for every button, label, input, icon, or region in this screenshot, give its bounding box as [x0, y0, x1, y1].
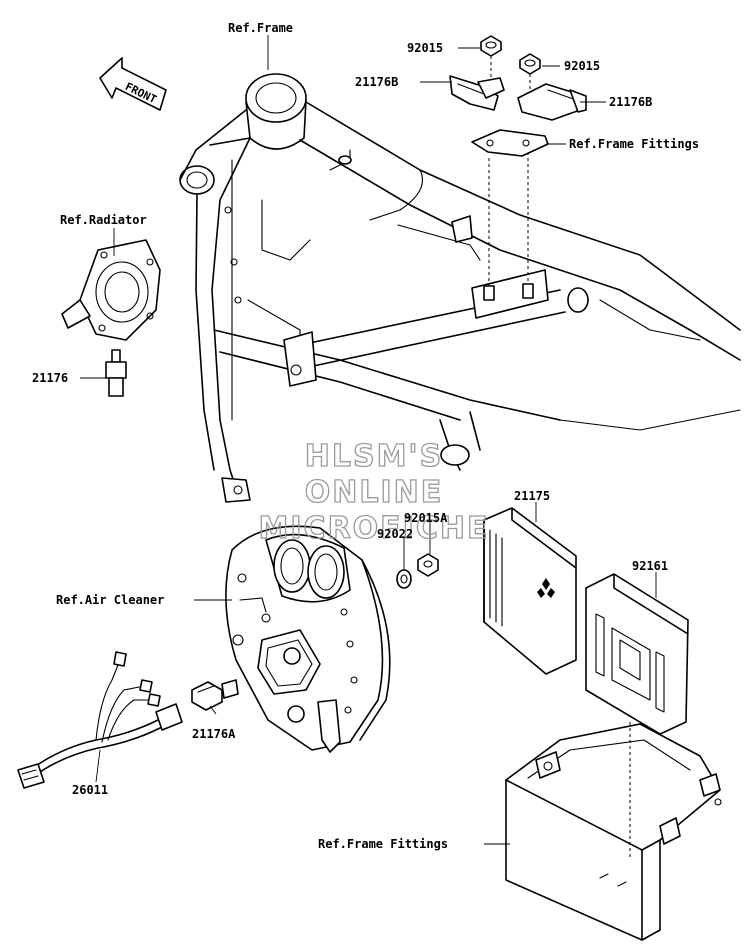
radiator-housing: [61, 239, 161, 341]
frame-drawing: [179, 73, 741, 503]
temp-sensor-21176: [105, 349, 127, 397]
callout-92015-left: 92015: [407, 41, 443, 55]
leader-lines: [80, 35, 657, 845]
callout-21176a: 21176A: [192, 727, 236, 741]
air-cleaner-plate: [225, 525, 391, 753]
callout-92015-right: 92015: [564, 59, 600, 73]
wire-harness: [17, 651, 183, 789]
watermark: HLSM'S ONLINE MICROFICHE: [258, 438, 490, 546]
callout-21176b-right: 21176B: [609, 95, 652, 109]
callout-21176: 21176: [32, 371, 68, 385]
ecu-21175: [483, 507, 577, 675]
callout-92015a: 92015A: [404, 511, 448, 525]
callout-26011: 26011: [72, 783, 108, 797]
frame-studs: [483, 152, 534, 301]
mitsubishi-logo-icon: [537, 578, 555, 598]
callout-ref-frame: Ref.Frame: [228, 21, 293, 35]
callout-ref-radiator: Ref.Radiator: [60, 213, 147, 227]
callout-92022: 92022: [377, 527, 413, 541]
front-arrow-icon: FRONT: [99, 57, 167, 111]
callout-ref-frame-fittings-top: Ref.Frame Fittings: [569, 137, 699, 151]
callout-ref-air-cleaner: Ref.Air Cleaner: [56, 593, 164, 607]
sensor-21176a: [191, 679, 239, 711]
watermark-line-2: ONLINE: [305, 475, 444, 510]
watermark-line-1: HLSM'S: [305, 439, 443, 474]
cover-92161: [585, 573, 689, 735]
callout-21176b-left: 21176B: [355, 75, 398, 89]
callout-labels: Ref.Frame 92015 92015 21176B 21176B Ref.…: [32, 21, 699, 851]
watermark-line-3: MICROFICHE: [259, 511, 490, 546]
battery-tray: [505, 722, 722, 941]
callout-ref-frame-fittings-bottom: Ref.Frame Fittings: [318, 837, 448, 851]
top-fittings: [449, 35, 587, 157]
callout-21175: 21175: [514, 489, 550, 503]
callout-92161: 92161: [632, 559, 668, 573]
nut-washer: [396, 553, 439, 589]
